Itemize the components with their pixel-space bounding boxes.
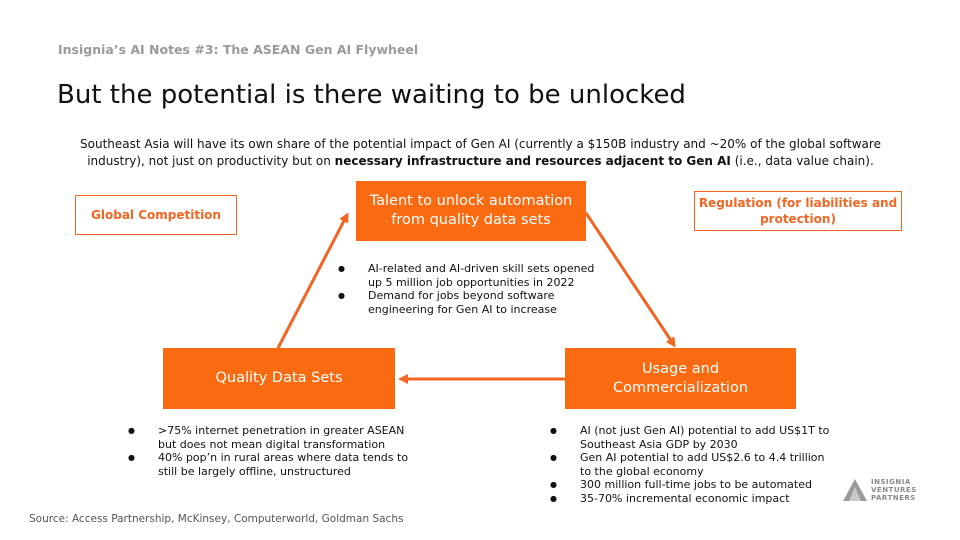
logo-line-1: INSIGNIA: [871, 478, 911, 486]
arrow-quality-to-talent: [276, 212, 349, 349]
arrow-talent-to-usage: [584, 212, 676, 348]
list-item: 300 million full-time jobs to be automat…: [550, 478, 835, 492]
regulation-label: Regulation (for liabilities and protecti…: [698, 196, 898, 226]
list-item: AI (not just Gen AI) potential to add US…: [550, 424, 835, 451]
triangle-logo-icon: [843, 479, 867, 501]
node-quality-data-sets: Quality Data Sets: [163, 348, 395, 409]
node-quality-label: Quality Data Sets: [215, 370, 343, 386]
source-note: Source: Access Partnership, McKinsey, Co…: [29, 513, 404, 525]
list-item: >75% internet penetration in greater ASE…: [128, 424, 418, 451]
node-usage-commercialization: Usage and Commercialization: [565, 348, 796, 409]
global-competition-label: Global Competition: [91, 208, 221, 222]
logo-text: INSIGNIA VENTURES PARTNERS: [871, 478, 917, 502]
logo-line-2: VENTURES: [871, 486, 917, 494]
list-item: Demand for jobs beyond software engineer…: [338, 289, 610, 316]
node-usage-label: Usage and Commercialization: [613, 360, 749, 396]
list-item: Gen AI potential to add US$2.6 to 4.4 tr…: [550, 451, 835, 478]
deck-kicker: Insignia’s AI Notes #3: The ASEAN Gen AI…: [58, 42, 419, 57]
global-competition-box: Global Competition: [75, 195, 237, 235]
node-talent-label: Talent to unlock automation from quality…: [369, 193, 573, 228]
list-item: AI-related and AI-driven skill sets open…: [338, 262, 610, 289]
company-logo: INSIGNIA VENTURES PARTNERS: [842, 478, 917, 502]
subtitle-bold: necessary infrastructure and resources a…: [334, 154, 731, 168]
quality-bullets: >75% internet penetration in greater ASE…: [128, 424, 418, 478]
page-title: But the potential is there waiting to be…: [57, 80, 686, 110]
list-item: 35-70% incremental economic impact: [550, 492, 835, 506]
regulation-box: Regulation (for liabilities and protecti…: [694, 191, 902, 231]
list-item: 40% pop’n in rural areas where data tend…: [128, 451, 418, 478]
talent-bullets: AI-related and AI-driven skill sets open…: [338, 262, 610, 316]
logo-line-3: PARTNERS: [871, 494, 916, 502]
node-talent: Talent to unlock automation from quality…: [356, 181, 586, 241]
subtitle-text-2: (i.e., data value chain).: [730, 154, 874, 168]
subtitle-text-1: Southeast Asia will have its own share o…: [80, 137, 881, 168]
page-subtitle: Southeast Asia will have its own share o…: [58, 136, 903, 170]
usage-bullets: AI (not just Gen AI) potential to add US…: [550, 424, 835, 505]
